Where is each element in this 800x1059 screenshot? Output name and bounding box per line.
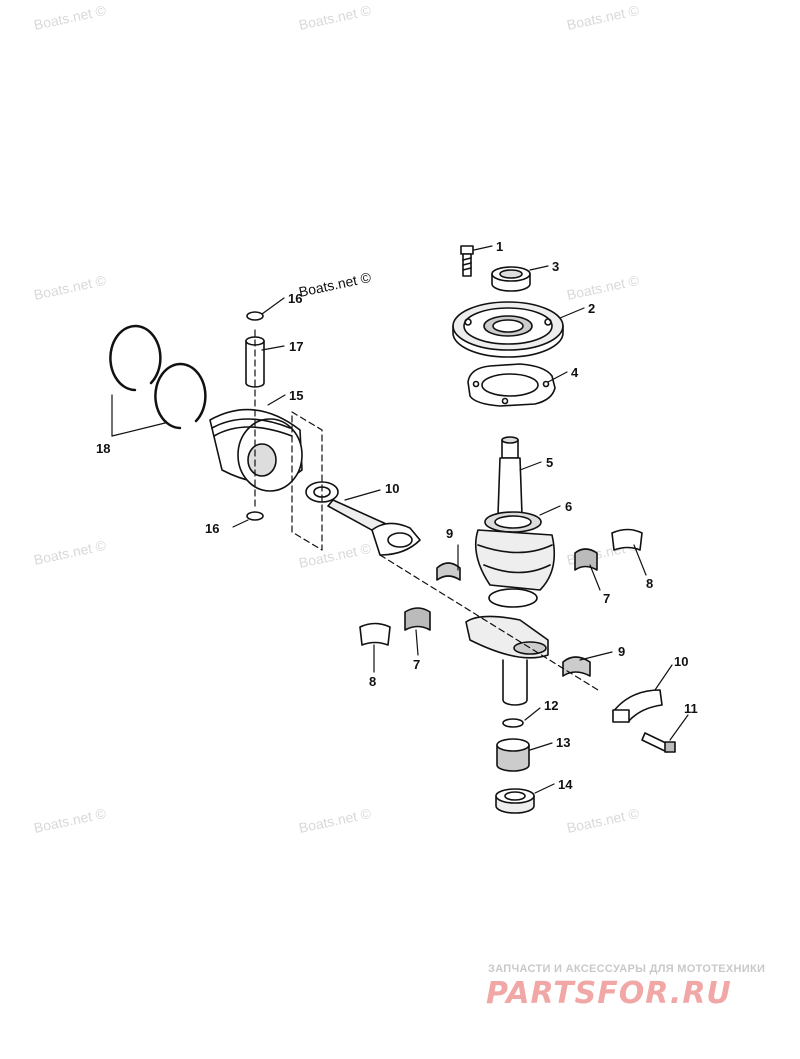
watermark: Boats.net ©	[297, 805, 373, 836]
bolt-part	[460, 245, 474, 277]
retaining-ring-part	[502, 718, 524, 728]
connecting-rod-part	[305, 481, 421, 556]
rod-cap-part	[612, 689, 663, 723]
pin-clip-part	[246, 311, 264, 521]
callout-18: 18	[96, 441, 110, 456]
callout-9: 9	[446, 526, 453, 541]
brand-caption: ЗАПЧАСТИ И АКСЕССУАРЫ ДЛЯ МОТОТЕХНИКИ	[488, 963, 766, 975]
callout-labels: 1 3 2 4 5 6 7 8 7 8 9 9 10 10 11 12 13 1…	[96, 239, 698, 792]
callout-10: 10	[385, 481, 399, 496]
callout-4: 4	[571, 365, 579, 380]
seal-part	[491, 266, 531, 292]
callout-3: 3	[552, 259, 559, 274]
callout-10: 10	[674, 654, 688, 669]
callout-8: 8	[646, 576, 653, 591]
watermark: Boats.net ©	[32, 272, 108, 303]
callout-17: 17	[289, 339, 303, 354]
callout-9: 9	[618, 644, 625, 659]
watermark: Boats.net ©	[565, 2, 641, 33]
bearing-housing-part	[452, 301, 564, 358]
roller-bearing-part	[496, 738, 530, 772]
leader-lines	[111, 245, 689, 794]
watermark: Boats.net ©	[32, 537, 108, 568]
callout-16: 16	[205, 521, 219, 536]
bearing-cage-part	[436, 562, 591, 677]
callout-13: 13	[556, 735, 570, 750]
callout-1: 1	[496, 239, 503, 254]
watermark: Boats.net ©	[565, 805, 641, 836]
bearing-half-part	[359, 528, 643, 646]
callout-6: 6	[565, 499, 572, 514]
callout-16: 16	[288, 291, 302, 306]
piston-part	[209, 408, 303, 492]
watermark: Boats.net ©	[32, 805, 108, 836]
watermark: Boats.net ©	[297, 269, 373, 300]
crankshaft-part	[465, 436, 556, 706]
gasket-part	[467, 363, 556, 407]
cap-bolt-part	[641, 732, 676, 753]
watermark: Boats.net ©	[565, 272, 641, 303]
watermark: Boats.net ©	[297, 540, 373, 571]
callout-7: 7	[603, 591, 610, 606]
needle-bearing-part	[404, 548, 598, 631]
callout-8: 8	[369, 674, 376, 689]
callout-15: 15	[289, 388, 303, 403]
assembly-guide-lines	[254, 329, 599, 691]
callout-11: 11	[684, 701, 698, 716]
callout-12: 12	[544, 698, 558, 713]
lower-seal-part	[495, 788, 535, 814]
brand-logo: PARTSFOR.RU	[486, 976, 732, 1011]
callout-5: 5	[546, 455, 553, 470]
callout-2: 2	[588, 301, 595, 316]
piston-ring-part	[109, 324, 207, 430]
watermark: Boats.net ©	[297, 2, 373, 33]
callout-14: 14	[558, 777, 573, 792]
callout-7: 7	[413, 657, 420, 672]
watermark: Boats.net ©	[32, 2, 108, 33]
